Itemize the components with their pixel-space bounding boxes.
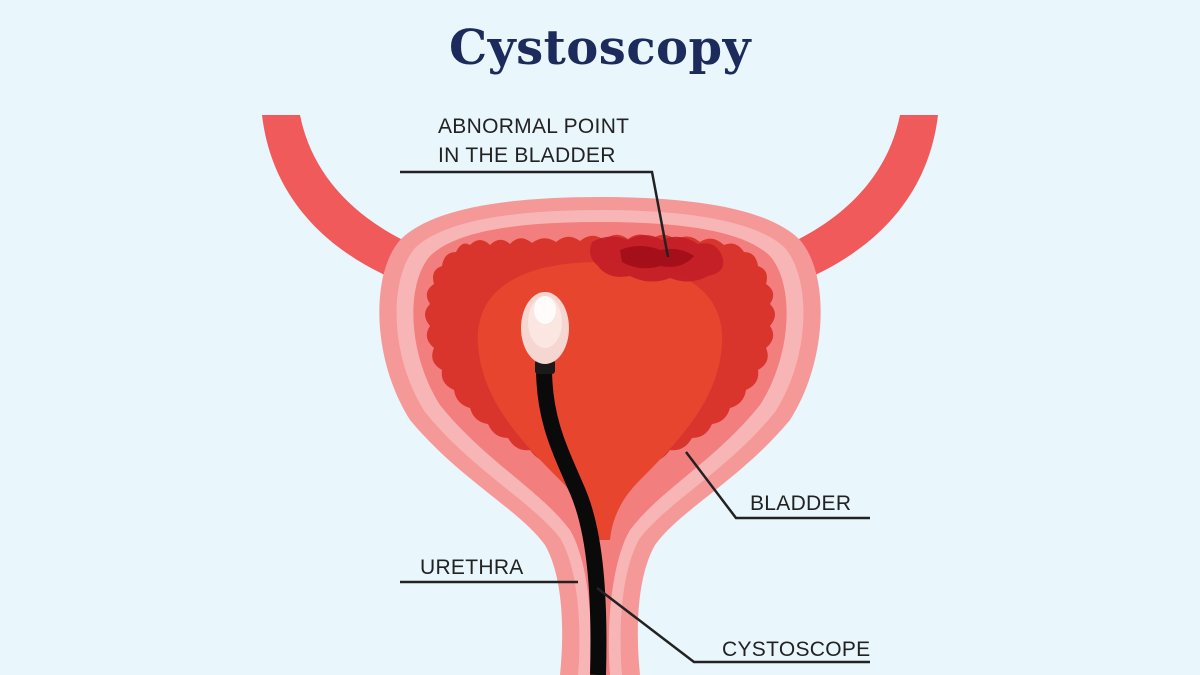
page-title: Cystoscopy (448, 20, 752, 76)
abnormal-point-label-line2: IN THE BLADDER (438, 144, 616, 167)
left-ureter (262, 115, 420, 285)
cystoscope-collar (535, 360, 555, 374)
right-ureter (780, 115, 938, 285)
abnormal-spot-core (620, 246, 694, 269)
bladder-label: BLADDER (750, 492, 851, 515)
cystoscope-tip-highlight (534, 296, 556, 324)
abnormal-point-label-line1: ABNORMAL POINT (438, 115, 629, 138)
urethra-label: URETHRA (420, 556, 524, 579)
bladder-leader (685, 451, 870, 520)
cystoscope-leader (596, 587, 870, 664)
abnormal-point-leader (400, 170, 670, 258)
cystoscope-label: CYSTOSCOPE (722, 638, 870, 661)
cystoscope-shaft (536, 367, 607, 675)
